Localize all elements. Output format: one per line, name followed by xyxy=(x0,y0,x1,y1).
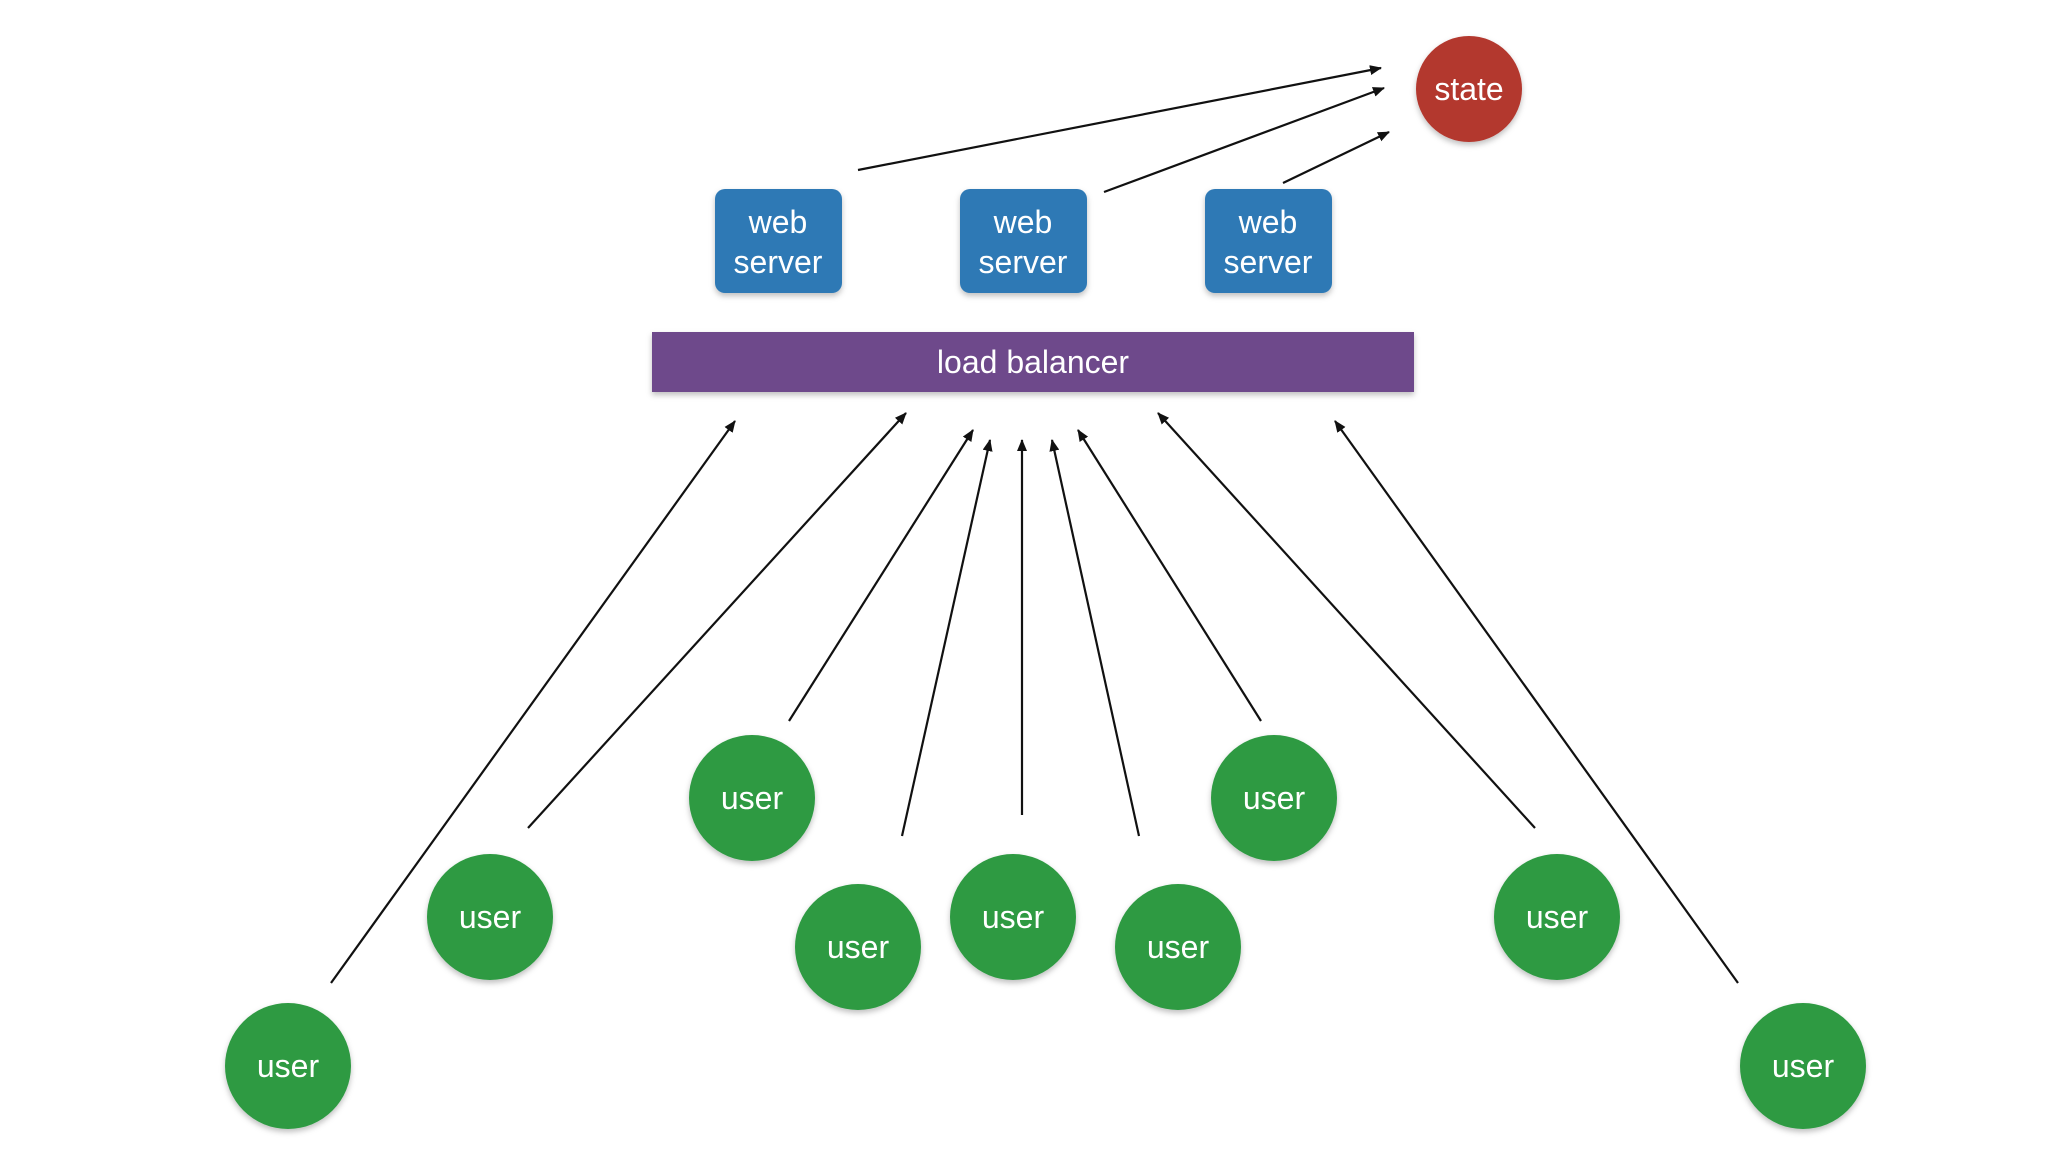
server-to-state-arrows xyxy=(857,65,1390,194)
web-server-3: web server xyxy=(1205,189,1332,293)
arrow-server3-to-state xyxy=(1282,131,1390,184)
arrow-server1-to-state xyxy=(857,65,1382,172)
user-label: user xyxy=(1772,1048,1835,1084)
web-server-label-line1: web xyxy=(748,204,808,240)
user-circle xyxy=(1740,1003,1866,1129)
load-balancer-bar xyxy=(652,332,1414,392)
arrow-user4 xyxy=(900,439,993,837)
load-balancer: load balancer xyxy=(652,332,1414,392)
user-label: user xyxy=(1243,780,1306,816)
user-node: user xyxy=(1211,735,1337,861)
arrow-user1 xyxy=(330,420,736,984)
arrow-user6 xyxy=(1049,439,1141,837)
web-server-box xyxy=(960,189,1087,293)
arrow-user3 xyxy=(788,429,974,722)
user-node: user xyxy=(1740,1003,1866,1129)
arrow-server2-to-state xyxy=(1103,86,1385,194)
web-server-label-line1: web xyxy=(1238,204,1298,240)
user-node: user xyxy=(795,884,921,1010)
user-node: user xyxy=(225,1003,351,1129)
users: user user user user user user user user xyxy=(225,735,1866,1129)
user-label: user xyxy=(721,780,784,816)
user-circle xyxy=(1115,884,1241,1010)
user-circle xyxy=(795,884,921,1010)
user-label: user xyxy=(1526,899,1589,935)
user-label: user xyxy=(257,1048,320,1084)
arrow-user7 xyxy=(1077,429,1262,722)
web-server-label-line2: server xyxy=(734,244,823,280)
user-circle xyxy=(1494,854,1620,980)
user-node: user xyxy=(1494,854,1620,980)
user-label: user xyxy=(1147,929,1210,965)
user-node: user xyxy=(689,735,815,861)
user-node: user xyxy=(1115,884,1241,1010)
web-server-label-line2: server xyxy=(979,244,1068,280)
user-label: user xyxy=(827,929,890,965)
user-node: user xyxy=(950,854,1076,980)
web-server-box xyxy=(715,189,842,293)
user-circle xyxy=(689,735,815,861)
user-circle xyxy=(950,854,1076,980)
arrow-user2 xyxy=(527,412,907,829)
user-node: user xyxy=(427,854,553,980)
arrow-user8 xyxy=(1157,412,1536,829)
user-circle xyxy=(225,1003,351,1129)
web-server-2: web server xyxy=(960,189,1087,293)
user-label: user xyxy=(459,899,522,935)
web-server-label-line2: server xyxy=(1224,244,1313,280)
state-label: state xyxy=(1434,71,1503,107)
user-circle xyxy=(1211,735,1337,861)
state-node: state xyxy=(1416,36,1522,142)
user-label: user xyxy=(982,899,1045,935)
arrow-user9 xyxy=(1334,420,1739,984)
load-balancer-label: load balancer xyxy=(937,344,1129,380)
state-circle xyxy=(1416,36,1522,142)
web-server-label-line1: web xyxy=(993,204,1053,240)
user-circle xyxy=(427,854,553,980)
user-to-balancer-arrows xyxy=(330,412,1739,984)
web-server-box xyxy=(1205,189,1332,293)
web-server-1: web server xyxy=(715,189,842,293)
